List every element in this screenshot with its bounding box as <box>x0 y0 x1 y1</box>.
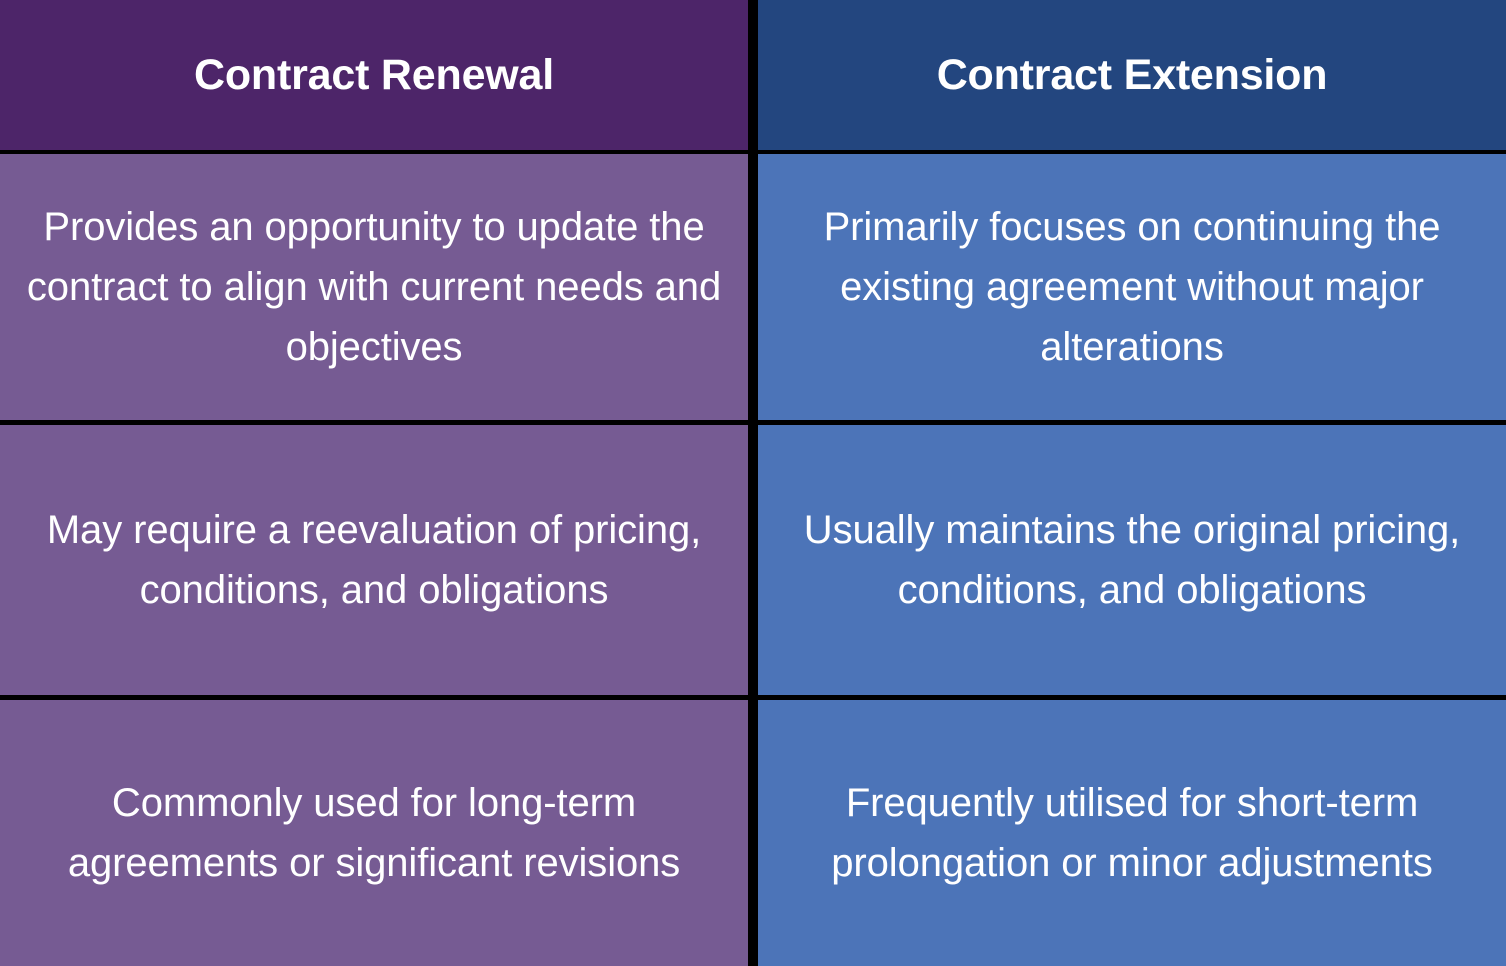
cell-text: Provides an opportunity to update the co… <box>26 205 722 369</box>
cell-text: Primarily focuses on continuing the exis… <box>823 205 1441 369</box>
table-row: May require a reevaluation of pricing, c… <box>0 420 1506 695</box>
cell-renewal-row-1: Provides an opportunity to update the co… <box>0 154 748 420</box>
cell-text: Frequently utilised for short-term prolo… <box>831 781 1433 885</box>
column-header-contract-extension: Contract Extension <box>758 0 1506 150</box>
cell-extension-row-2: Usually maintains the original pricing, … <box>758 425 1506 695</box>
cell-extension-row-1: Primarily focuses on continuing the exis… <box>758 154 1506 420</box>
table-row: Provides an opportunity to update the co… <box>0 150 1506 420</box>
table-header-row: Contract Renewal Contract Extension <box>0 0 1506 150</box>
cell-text: Usually maintains the original pricing, … <box>803 508 1461 612</box>
column-header-contract-renewal: Contract Renewal <box>0 0 748 150</box>
table-row: Commonly used for long-term agreements o… <box>0 695 1506 966</box>
column-header-label: Contract Renewal <box>194 50 554 99</box>
cell-renewal-row-3: Commonly used for long-term agreements o… <box>0 700 748 966</box>
cell-text: May require a reevaluation of pricing, c… <box>46 508 702 612</box>
column-header-label: Contract Extension <box>936 50 1328 99</box>
cell-text: Commonly used for long-term agreements o… <box>67 781 681 885</box>
cell-extension-row-3: Frequently utilised for short-term prolo… <box>758 700 1506 966</box>
cell-renewal-row-2: May require a reevaluation of pricing, c… <box>0 425 748 695</box>
